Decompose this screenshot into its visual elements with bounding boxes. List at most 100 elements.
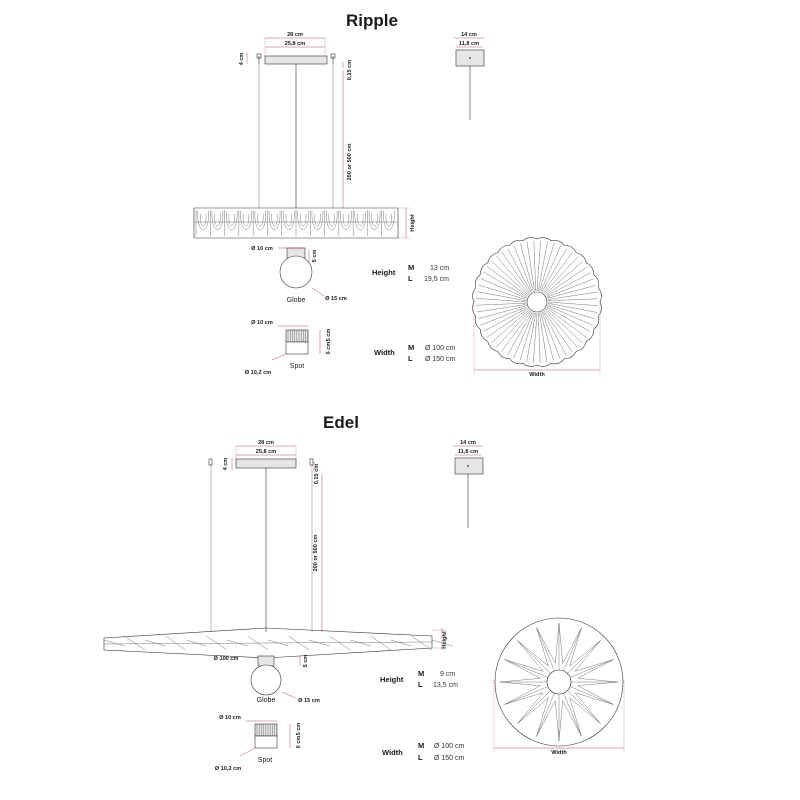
edel-facet [308,639,330,647]
ripple-rosette-ray [547,304,596,320]
ripple-rosette-ray [519,312,535,361]
edel-spot-name: Spot [258,757,272,764]
ripple-side-inner: 11,8 cm [459,41,479,47]
edel-star [500,623,618,741]
ripple-shade [193,207,399,239]
ripple-loop [283,210,295,230]
edel-side-canopy: 14 cm 11,8 cm [453,440,484,528]
ripple-width-label: Width [374,348,395,357]
ripple-loop-inner [314,213,321,227]
ripple-rosette-ray [487,266,528,297]
ripple-loop [197,210,209,230]
ripple-loop [368,210,381,230]
ripple-rosette-ray [547,303,598,313]
edel-globe-name: Globe [257,697,276,704]
edel-globe-neck: 5 cm [303,655,309,668]
ripple-rosette-ray [542,252,573,293]
edel-shade-dia: Ø 100 cm [214,656,239,662]
ripple-loop [297,210,309,230]
ripple-rosette-edge [472,237,602,367]
edel-globe-dia: Ø 15 cm [298,698,320,704]
ripple-rosette-ray [476,298,527,303]
edel-star-ray [517,640,551,674]
edel-star-ray [517,690,551,724]
ripple-globe [279,247,313,289]
edel-canopy-height: 4 cm [223,458,229,471]
ripple-rosette-ray [526,241,535,292]
ripple-rosette-ray [545,308,583,343]
ripple-rosette-ray [539,243,555,292]
ripple-loop [211,210,224,230]
ripple-rosette-ray [546,306,591,332]
edel-star-ray [536,627,555,671]
ripple-spot-name: Spot [290,363,304,370]
edel-facet [431,639,453,647]
ripple-rosette-ray [476,303,527,306]
ripple-loop-inner [285,213,292,227]
ripple-rosette-ray [478,284,527,300]
edel-height-m-val: 9 cm [440,671,455,678]
ripple-width-m: M [408,343,414,352]
ripple-rosette-ray [541,311,561,359]
edel-height-l: L [418,680,423,689]
edel-spot-top: Ø 10 cm [219,715,241,721]
ripple-rosette-ray [513,312,534,359]
ripple-height-label: Height [372,268,396,277]
ripple-rosette-ray [483,272,528,298]
ripple-spot-top: Ø 10 cm [251,320,273,326]
edel-title: Edel [323,413,359,432]
edel-canopy-outer: 28 cm [258,440,274,446]
edel-height-l-val: 13,5 cm [433,682,458,689]
edel-facet [124,635,146,651]
edel-globe [250,655,282,696]
ripple-loop [340,210,352,230]
ripple-loop-inner [357,213,364,227]
edel-facet [411,635,433,651]
ripple-loop [226,210,238,230]
edel-plan-view: Width [493,617,625,756]
ripple-rosette-ray [546,272,591,297]
ripple-loop-inner [385,213,392,227]
edel-star-ray [563,627,582,671]
edel-width-m: M [418,741,424,750]
edel-height-label: Height [380,675,404,684]
edel-width-l: L [418,753,423,762]
edel-plan-width: Width [551,750,567,756]
ripple-rosette-ray [526,312,536,363]
ripple-rosette-ray [546,278,594,298]
edel-width-l-val: Ø 150 cm [434,755,465,762]
edel-side-inner: 11,8 cm [458,449,478,455]
edel-facet-mid [103,641,433,645]
edel-shade [103,627,453,659]
ripple-spot-h1: 6 cm [326,342,332,355]
ripple-loop [254,210,266,230]
ripple-rosette-ray [501,252,531,294]
edel-star-ray [504,659,548,678]
edel-width-m-val: Ø 100 cm [434,743,465,750]
ripple-width-m-val: Ø 100 cm [425,345,456,352]
ripple-rosette-ray [543,310,573,352]
ripple-height-m-val: 13 cm [430,265,449,272]
ripple-spot [285,329,309,355]
edel-cable-length: 200 or 500 cm [313,534,319,571]
ripple-section: Ripple 28 cm 25,8 cm 4 cm 0,15 cm 200 or… [193,11,602,378]
ripple-loop [326,210,338,230]
ripple-globe-top: Ø 10 cm [251,246,273,252]
edel-star-ray [570,686,614,705]
ripple-spot-h2: 5 cm [326,329,332,342]
ripple-loop-inner [342,213,350,227]
ripple-rosette-ray [478,305,527,319]
edel-star-ray [504,686,548,705]
ripple-shade-height: Height [410,214,416,232]
ripple-spot-bottom: Ø 10,2 cm [245,370,271,376]
ripple-rosette-ray [507,311,533,356]
edel-shade-height: Height [442,631,448,649]
ripple-rosette-ray [541,248,567,293]
edel-spot-h2: 5 cm [296,723,302,736]
ripple-loop-inner [200,213,207,227]
ripple-loop [240,210,252,230]
edel-facet [206,635,228,651]
edel-facet [165,635,187,651]
ripple-side-canopy: 14 cm 11,8 cm [454,32,485,120]
